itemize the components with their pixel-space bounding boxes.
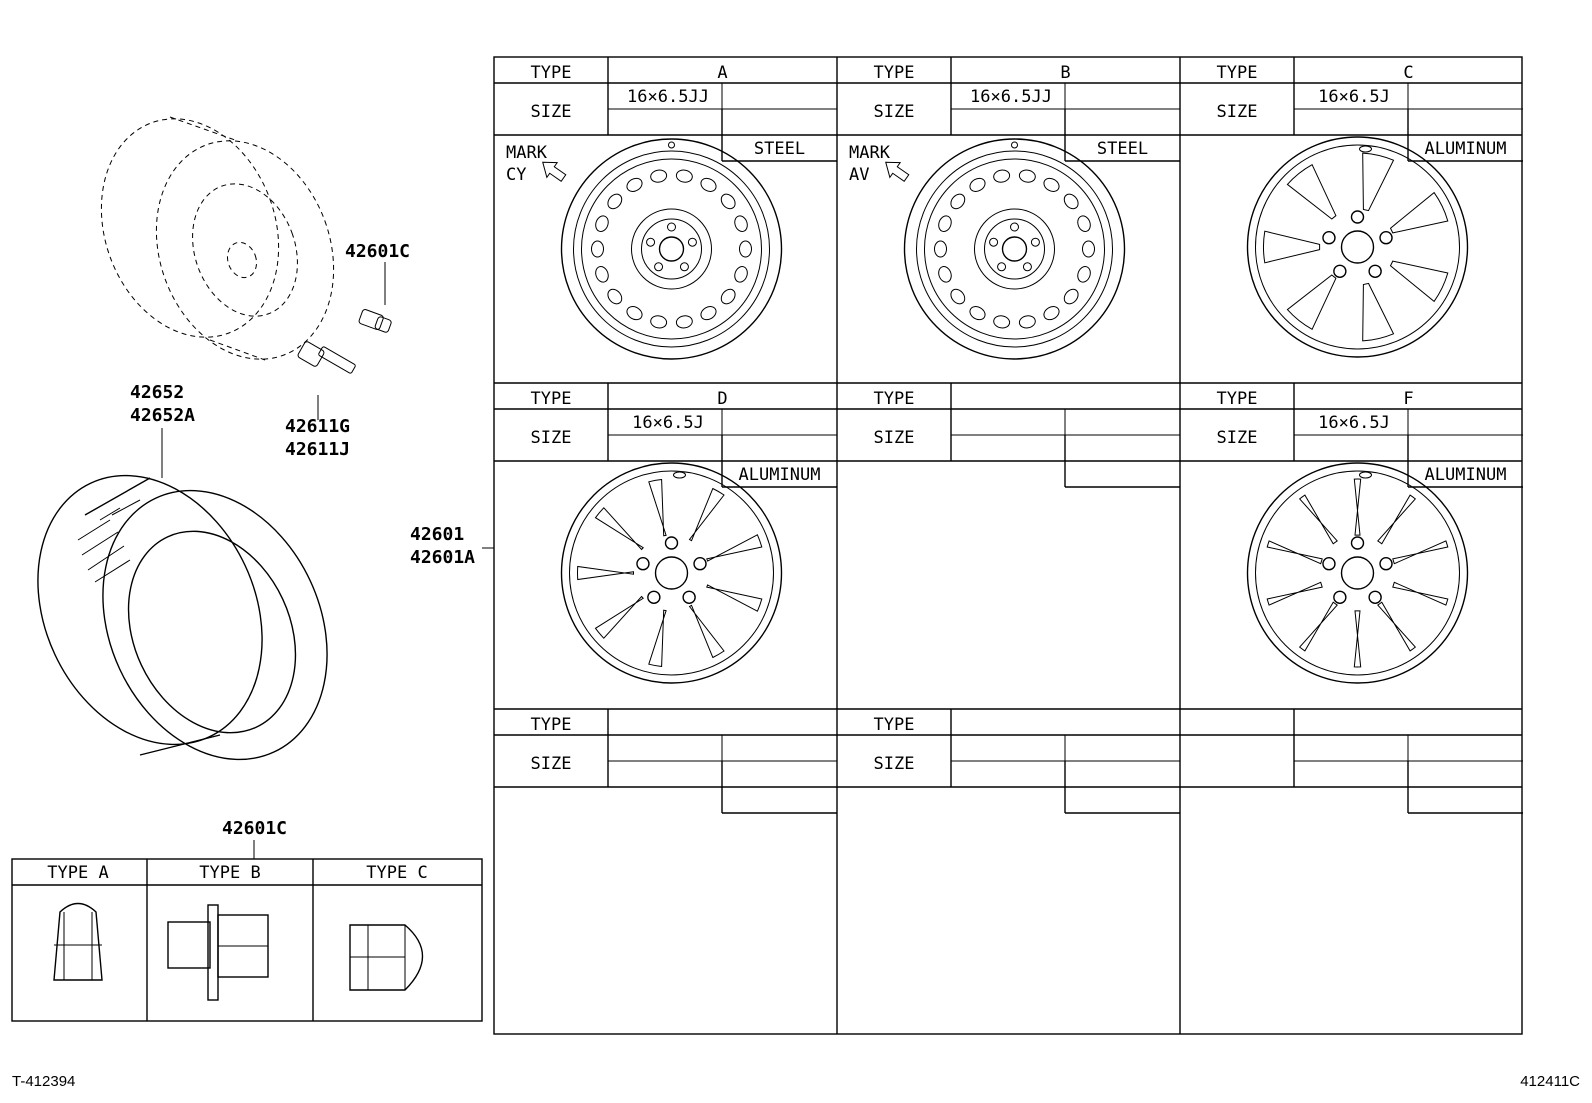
steel-wheel-illustration — [560, 138, 783, 360]
wheel-type-value: B — [1060, 63, 1070, 83]
type-label: TYPE — [874, 715, 915, 735]
nut-type-c-illustration — [349, 924, 424, 991]
type-label: TYPE — [531, 389, 572, 409]
nut-part-number: 42601C — [345, 241, 410, 262]
wheel-material-value: ALUMINUM — [739, 465, 821, 485]
wheel-type-value: A — [717, 63, 727, 83]
wheel-part-number-2: 42601A — [410, 547, 475, 568]
size-label: SIZE — [1217, 428, 1258, 448]
wheel-type-value: D — [717, 389, 727, 409]
wheel-type-value: C — [1403, 63, 1413, 83]
wheel-size-value: 16×6.5JJ — [627, 87, 709, 107]
wheel-size-value: 16×6.5J — [1318, 413, 1390, 433]
size-label: SIZE — [531, 102, 572, 122]
valve-stem-illustration — [297, 341, 356, 420]
spare-wheel-illustration — [100, 116, 335, 361]
size-label: SIZE — [874, 754, 915, 774]
wheel-material-value: ALUMINUM — [1425, 465, 1507, 485]
size-label: SIZE — [531, 428, 572, 448]
nut-type-c-label: TYPE C — [366, 863, 427, 883]
alloy-wheel-illustration — [1246, 462, 1469, 684]
type-label: TYPE — [1217, 63, 1258, 83]
wheel-type-table — [493, 56, 1523, 1035]
type-label: TYPE — [874, 63, 915, 83]
wheel-material-value: STEEL — [754, 139, 805, 159]
mark-code: CY — [506, 165, 526, 185]
wheel-material-value: ALUMINUM — [1425, 139, 1507, 159]
wheel-type-value: F — [1403, 389, 1413, 409]
lug-nut-illustration — [358, 262, 392, 333]
valve-part-number-1: 42611G — [285, 416, 350, 437]
nut-type-b-label: TYPE B — [199, 863, 260, 883]
valve-part-number-2: 42611J — [285, 439, 350, 460]
mark-arrow-icon — [542, 161, 567, 183]
nut-table-part-number: 42601C — [222, 818, 287, 839]
nut-type-table — [11, 858, 483, 1022]
footer-left-code: T-412394 — [12, 1073, 75, 1090]
wheel-size-value: 16×6.5J — [632, 413, 704, 433]
size-label: SIZE — [874, 428, 915, 448]
nut-type-a-label: TYPE A — [47, 863, 108, 883]
type-label: TYPE — [874, 389, 915, 409]
wheel-size-value: 16×6.5JJ — [970, 87, 1052, 107]
size-label: SIZE — [531, 754, 572, 774]
tire-part-number-2: 42652A — [130, 405, 195, 426]
nut-type-a-illustration — [53, 902, 103, 981]
size-label: SIZE — [1217, 102, 1258, 122]
size-label: SIZE — [874, 102, 915, 122]
mark-arrow-icon — [885, 161, 910, 183]
mark-label: MARK — [849, 143, 891, 163]
alloy-wheel-illustration — [1246, 136, 1469, 358]
steel-wheel-illustration — [903, 138, 1126, 360]
tire-illustration — [37, 474, 328, 761]
wheel-part-number-1: 42601 — [410, 524, 464, 545]
type-label: TYPE — [1217, 389, 1258, 409]
type-label: TYPE — [531, 715, 572, 735]
wheel-size-value: 16×6.5J — [1318, 87, 1390, 107]
wheel-material-value: STEEL — [1097, 139, 1148, 159]
tire-part-number-1: 42652 — [130, 382, 184, 403]
footer-right-code: 412411C — [1520, 1073, 1580, 1090]
alloy-wheel-illustration — [560, 462, 783, 684]
nut-type-b-illustration — [167, 904, 269, 1001]
mark-code: AV — [849, 165, 869, 185]
type-label: TYPE — [531, 63, 572, 83]
mark-label: MARK — [506, 143, 548, 163]
